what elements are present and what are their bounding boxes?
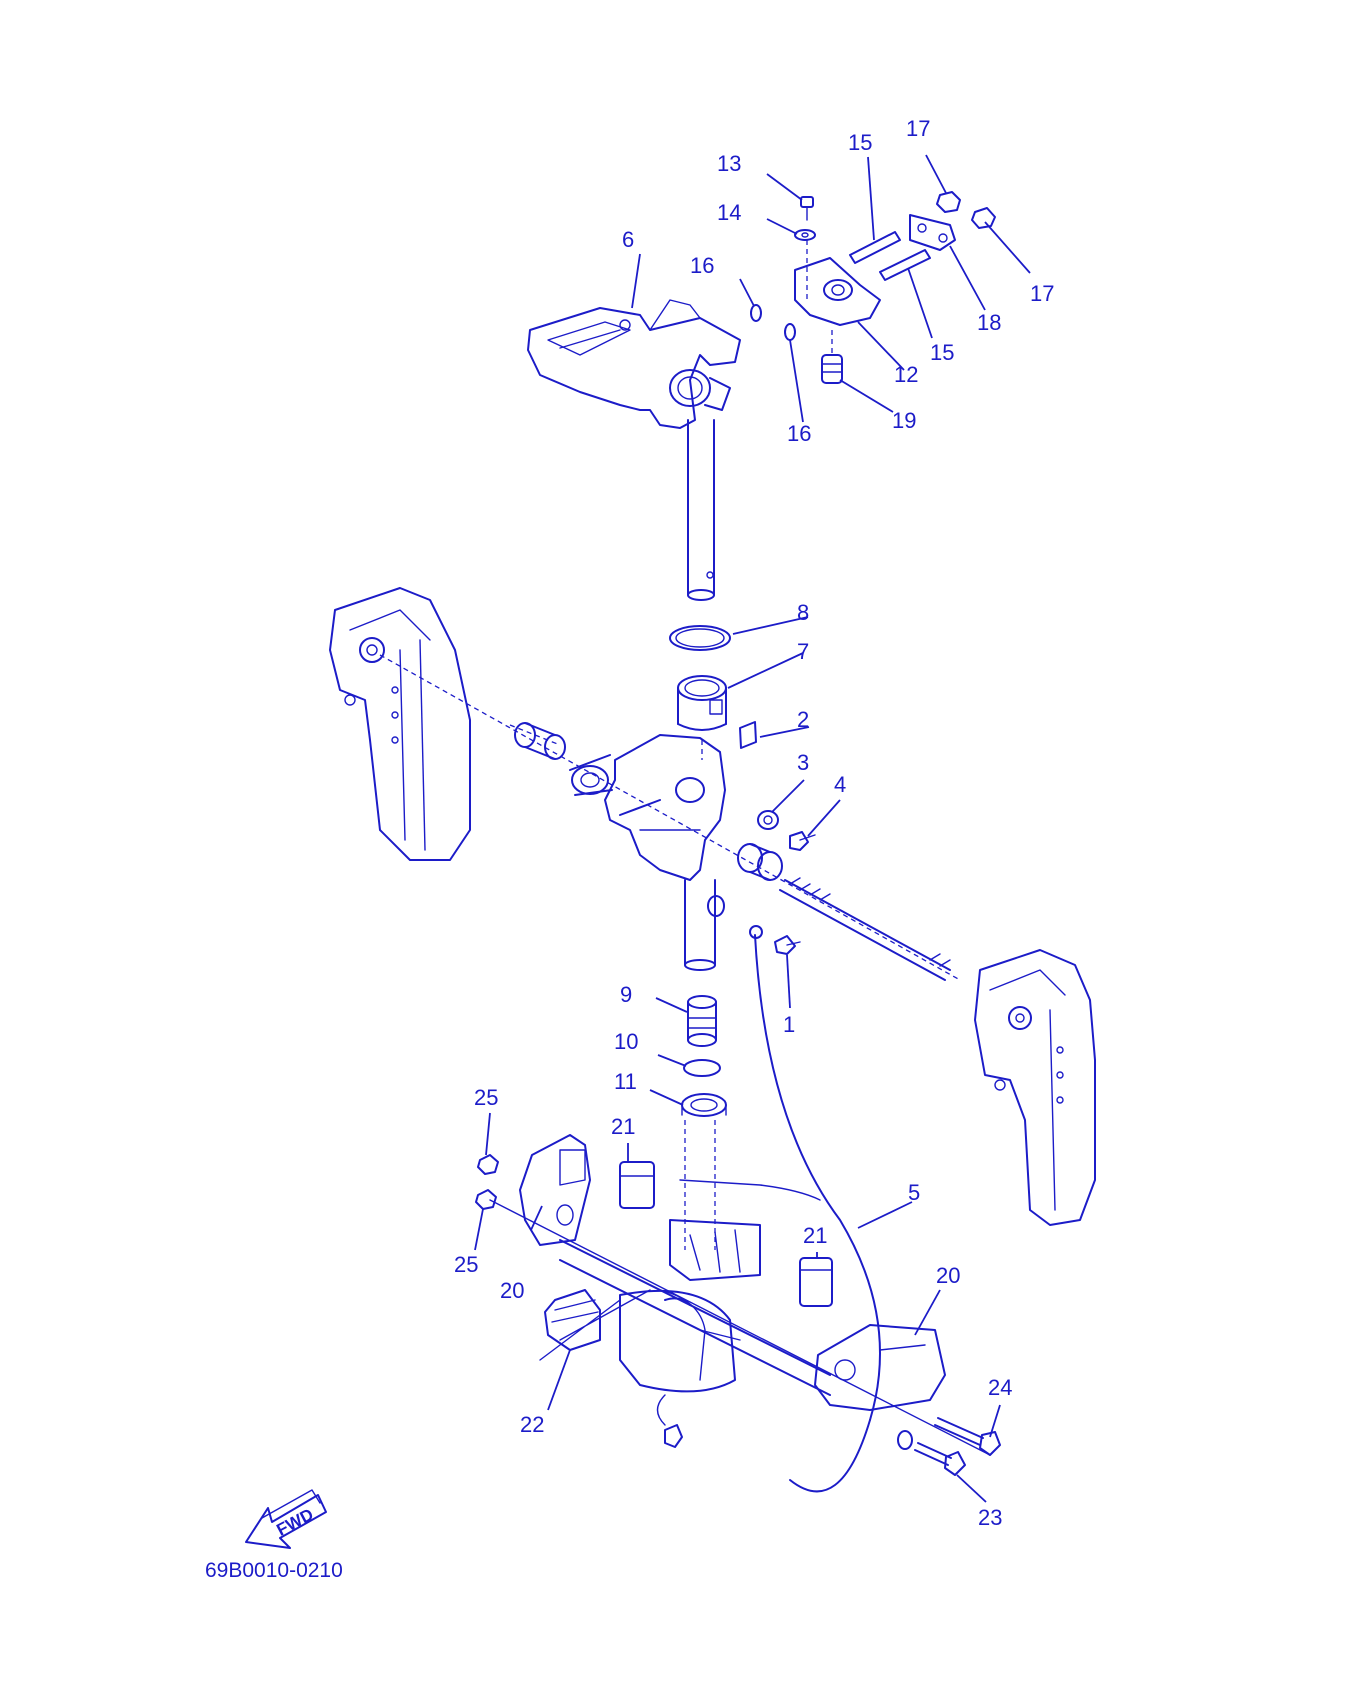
callout-1: 1: [783, 1012, 795, 1037]
callout-14: 14: [717, 200, 741, 225]
tilt-pin: [779, 877, 951, 981]
callout-4: 4: [834, 772, 846, 797]
callout-20-right: 20: [936, 1263, 960, 1288]
callout-21-left: 21: [611, 1114, 635, 1139]
fwd-label: FWD: [273, 1505, 316, 1540]
callout-25-top: 25: [474, 1085, 498, 1110]
callout-12: 12: [894, 362, 918, 387]
leader-lines: [474, 154, 1031, 1503]
stud-part-15-lower: [879, 249, 931, 281]
callout-3: 3: [797, 750, 809, 775]
mount-part-9: [687, 995, 717, 1047]
steering-shaft: [687, 419, 715, 601]
callout-18: 18: [977, 310, 1001, 335]
callout-8: 8: [797, 600, 809, 625]
callout-22: 22: [520, 1412, 544, 1437]
callout-17-top: 17: [906, 116, 930, 141]
bolt-part-23: [914, 1442, 966, 1476]
grease-nipple-part-19: [821, 330, 843, 384]
rubber-mount-part-21-right: [799, 1257, 833, 1307]
lower-ground-terminal: [656, 1394, 913, 1450]
washer-part-16-b: [784, 323, 796, 341]
callout-5: 5: [908, 1180, 920, 1205]
swivel-bracket: [569, 734, 726, 881]
callout-15-top: 15: [848, 130, 872, 155]
callout-17-right: 17: [1030, 281, 1054, 306]
diagram-code: 69B0010-0210: [205, 1559, 343, 1582]
callout-16-bottom: 16: [787, 421, 811, 446]
collar-left: [514, 722, 566, 760]
bolt-part-1: [774, 935, 801, 955]
clamp-bracket-right: [974, 949, 1096, 1226]
bolt-part-13: [800, 196, 814, 221]
swivel-tube-lower: [684, 879, 716, 971]
callout-labels: 1 2 3 4 5 6 7 8 9 10 11 12 13 14 15 15 1…: [454, 116, 1054, 1530]
ground-wire-part-5: [749, 925, 881, 1493]
callout-21-right: 21: [803, 1223, 827, 1248]
callout-24: 24: [988, 1375, 1012, 1400]
o-ring-part-10: [683, 1059, 721, 1077]
nut-part-25-lower: [475, 1189, 497, 1210]
bushing-part-3: [757, 810, 779, 830]
callout-25-bottom: 25: [454, 1252, 478, 1277]
callout-15-bottom: 15: [930, 340, 954, 365]
collar-right: [737, 843, 783, 881]
callout-9: 9: [620, 982, 632, 1007]
callout-13: 13: [717, 151, 741, 176]
clip-on-shaft: [707, 895, 725, 917]
callout-7: 7: [797, 639, 809, 664]
bushing-part-7: [677, 675, 727, 731]
plate-part-2: [739, 721, 757, 749]
nut-part-17-b: [971, 207, 996, 229]
nut-part-25-upper: [477, 1154, 499, 1175]
bolt-part-4: [789, 831, 816, 851]
nut-part-17-a: [936, 191, 961, 213]
washer-part-14: [794, 229, 816, 241]
lower-mount-housing: [539, 1120, 821, 1393]
seal-part-8: [669, 625, 731, 651]
rubber-mount-part-21-left: [619, 1161, 655, 1209]
mount-bracket-part-20-right: [814, 1324, 946, 1411]
callout-2: 2: [797, 707, 809, 732]
callout-6: 6: [622, 227, 634, 252]
plate-part-18: [909, 214, 956, 251]
bolt-part-24: [934, 1417, 1001, 1456]
clamp-bracket-left: [329, 587, 471, 861]
bushing-part-11: [681, 1093, 727, 1117]
callout-10: 10: [614, 1029, 638, 1054]
through-bolt-lower: [489, 1199, 991, 1456]
callout-20-left: 20: [500, 1278, 524, 1303]
callout-19: 19: [892, 408, 916, 433]
stud-part-15-upper: [849, 231, 901, 264]
lower-rubber-mount-part-22: [544, 1289, 601, 1351]
mount-bracket-part-20-left: [519, 1134, 591, 1246]
callout-16-top: 16: [690, 253, 714, 278]
callout-23: 23: [978, 1505, 1002, 1530]
washer-part-16-a: [750, 304, 762, 322]
fwd-arrow-icon: FWD: [245, 1489, 327, 1549]
steering-bracket-part-6: [527, 299, 741, 429]
friction-plate-part-12: [794, 240, 881, 326]
callout-11: 11: [614, 1069, 637, 1094]
